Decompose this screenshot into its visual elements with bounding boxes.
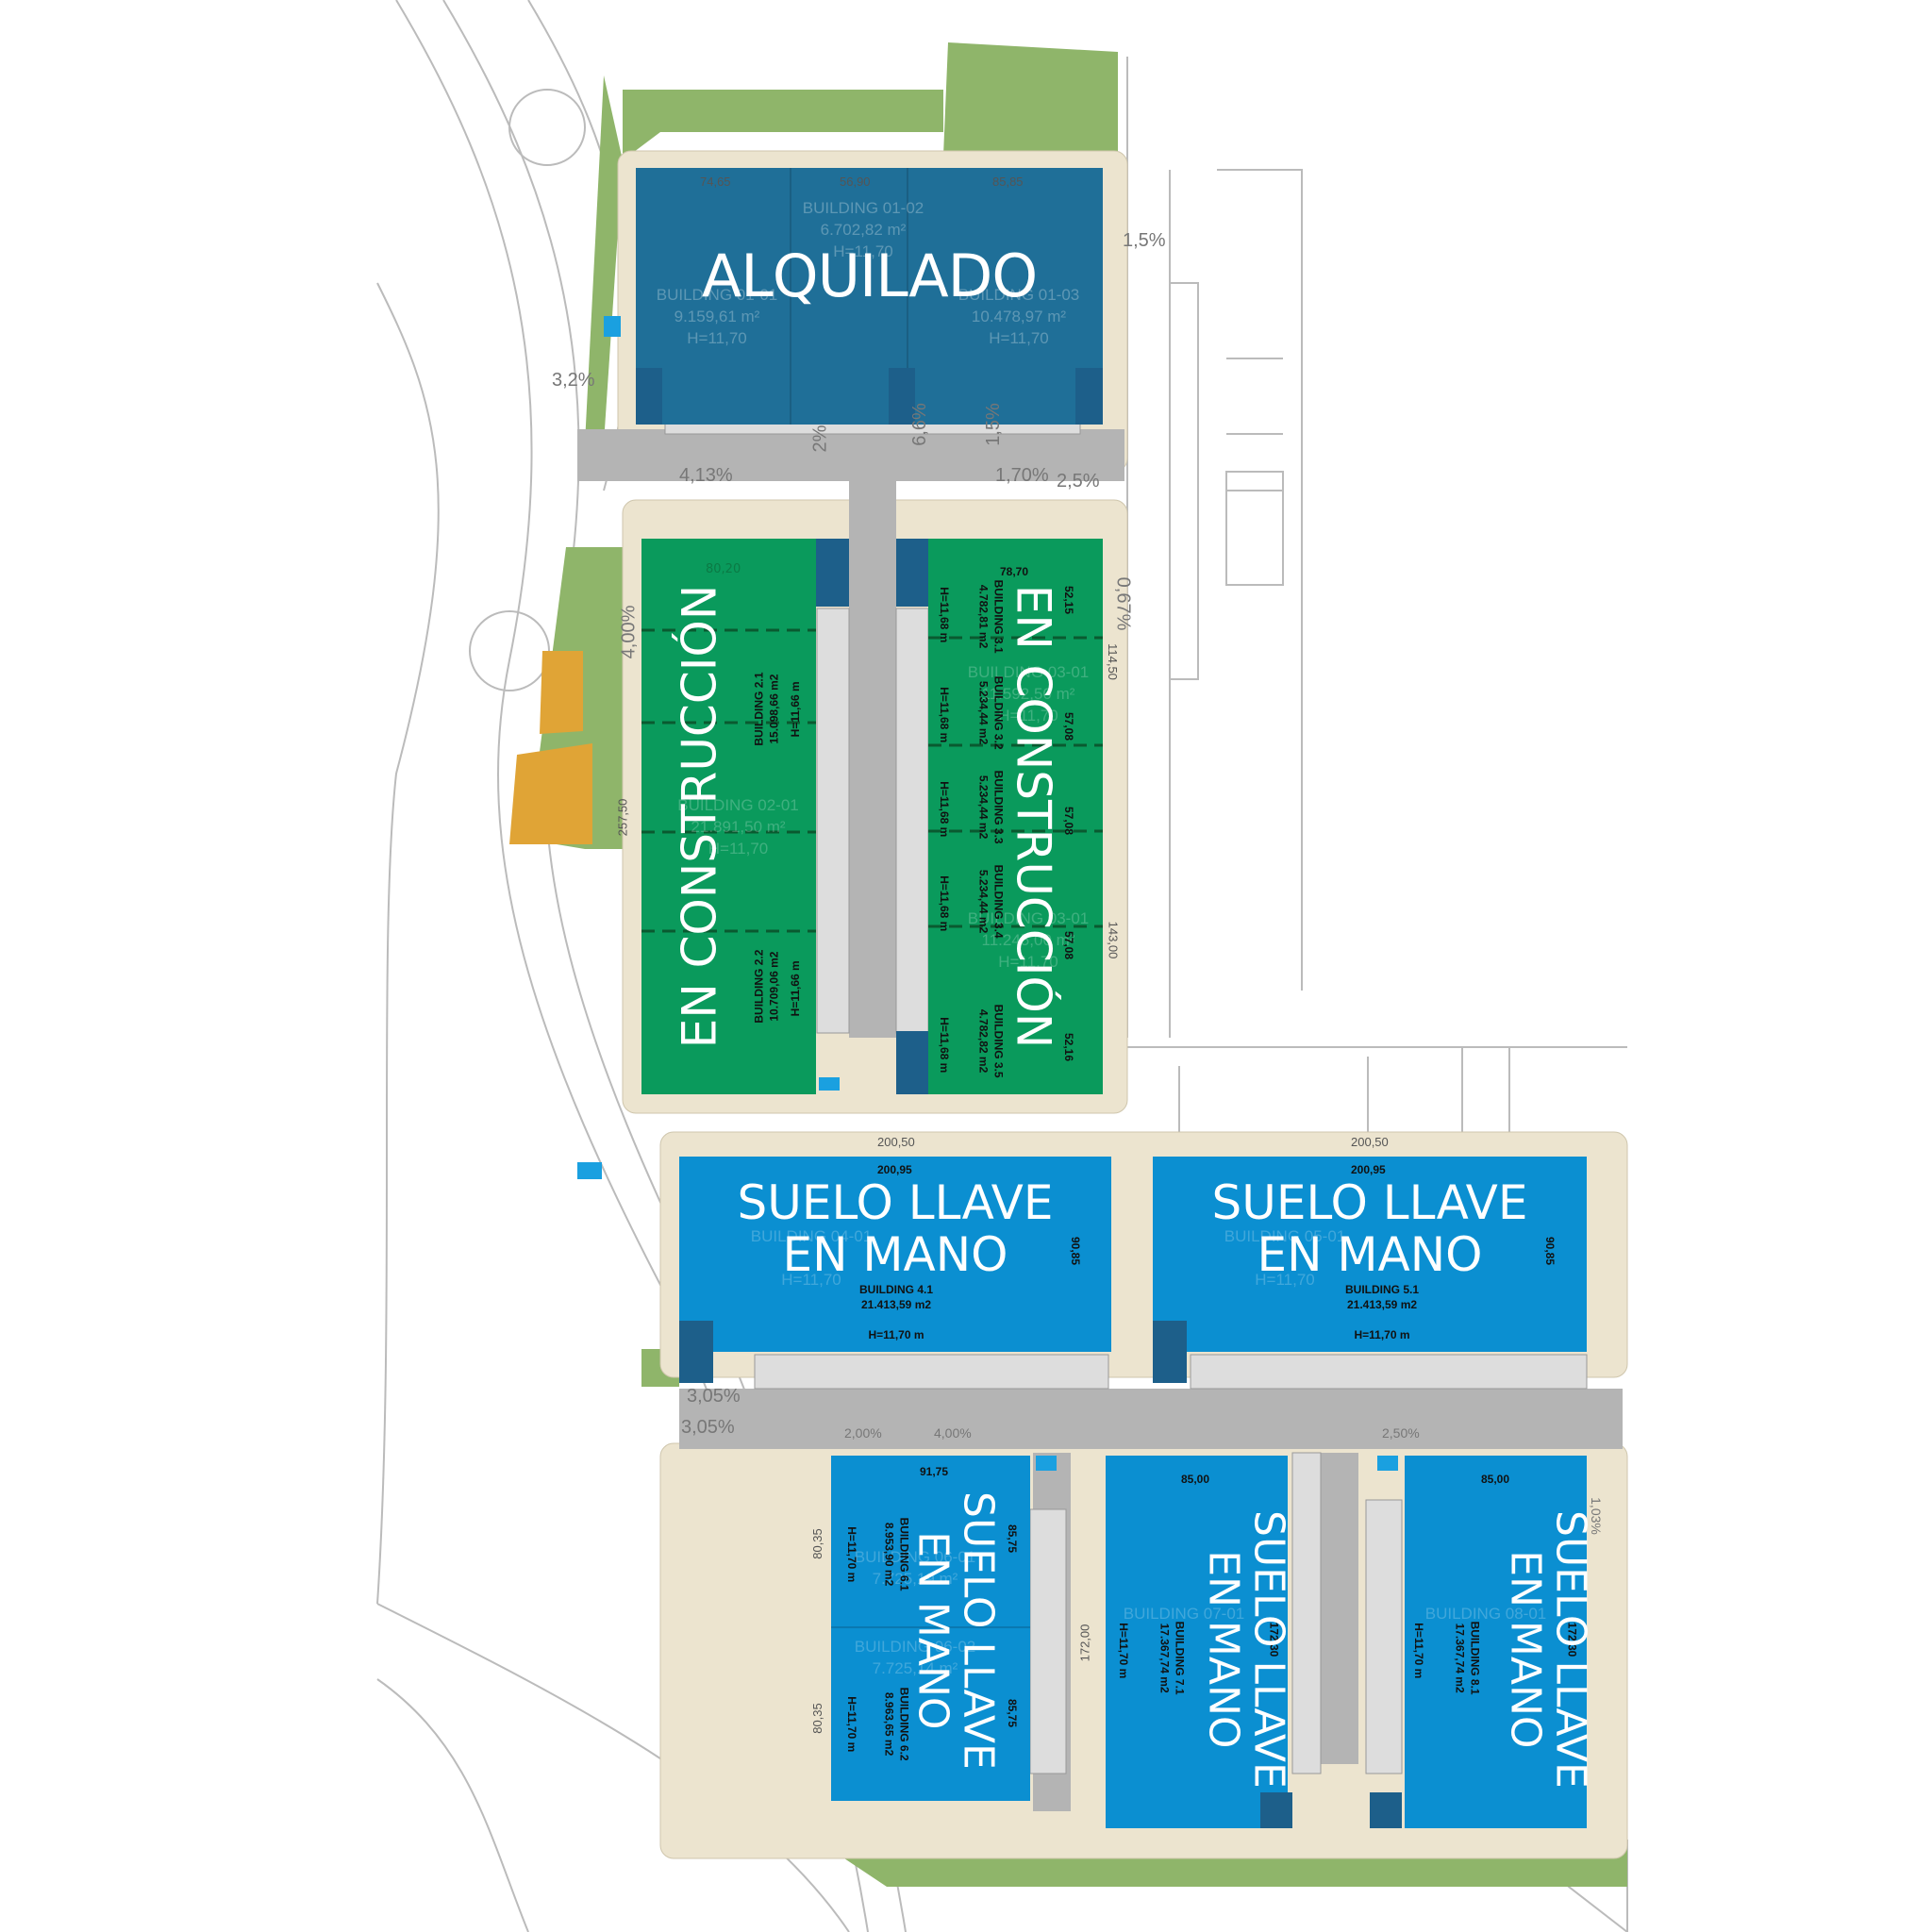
construction-unit-dividers [641,628,1103,933]
dim-west: 257,50 [615,798,630,837]
height-building-7-1: H=11,70 m [1116,1623,1130,1679]
ghost-building-08-01: BUILDING 08-01 [1424,1605,1547,1623]
slope-label: 4,00% [618,605,640,659]
status-rented: ALQUILADO [701,242,1038,310]
slope-label: 2,50% [1382,1425,1420,1441]
slope-label: 3,05% [687,1386,741,1407]
dim-building-3-2: 57,08 [1062,711,1076,741]
slope-label: 6,6% [908,403,930,446]
dim-08-top: 85,00 [1481,1473,1510,1486]
building-04-turnkey[interactable] [679,1157,1111,1352]
slope-label: 1,5% [982,403,1004,446]
height-building-3-3: H=11,68 m [937,781,951,838]
height-building-3-1: H=11,68 m [937,587,951,643]
slope-label: 4,13% [679,465,733,486]
ghost-building-07-01: BUILDING 07-01 [1123,1605,1245,1623]
building-05-turnkey[interactable] [1153,1157,1587,1352]
height-building-2-2: H=11,66 m [789,960,803,1017]
slope-label: 0,67% [1112,576,1134,631]
dim-building-3-3: 57,08 [1062,806,1076,836]
height-building-6-2: H=11,70 m [844,1696,858,1753]
dim-building-3-4: 57,08 [1062,930,1076,960]
dim-01-b: 56,90 [840,175,871,189]
dim-south-left-lower: 80,35 [809,1703,824,1734]
height-building-3-2: H=11,68 m [937,687,951,743]
slope-label: 3,05% [681,1417,735,1438]
status-construction-left: EN CONSTRUCCIÓN [672,584,727,1049]
height-building-5-1: H=11,70 m [1354,1328,1410,1341]
building-01-rented[interactable] [636,168,1103,425]
parking-areas [664,395,1588,1774]
slope-label: 2,00% [844,1425,882,1441]
dim-east-lower: 143,00 [1106,921,1121,959]
dim-south-mid: 172,00 [1077,1624,1092,1662]
building-03-under-construction[interactable] [928,539,1103,1094]
dim-east-upper: 114,50 [1105,643,1120,680]
dim-05-top: 200,95 [1351,1163,1386,1176]
dim-building-6-1: 85,75 [1006,1524,1020,1554]
slope-label: 1,70% [995,465,1049,486]
slope-label: 1,03% [1588,1497,1604,1535]
height-building-4-1: H=11,70 m [868,1328,924,1341]
orange-parcels [509,651,592,844]
dim-04-top: 200,95 [877,1163,912,1176]
dim-building-3-1: 52,15 [1062,585,1076,615]
height-building-2-1: H=11,66 m [789,681,803,738]
dim-01-a: 74,65 [700,175,731,189]
slope-label: 2,5% [1057,471,1100,491]
height-building-6-1: H=11,70 m [844,1526,858,1583]
dim-07-top: 85,00 [1181,1473,1210,1486]
dim-building-6-2: 85,75 [1006,1698,1020,1728]
height-building-8-1: H=11,70 m [1411,1623,1425,1679]
dim-01-c: 85,85 [992,175,1024,189]
height-building-3-4: H=11,68 m [937,875,951,932]
building-08-turnkey[interactable] [1405,1456,1587,1828]
building-07-turnkey[interactable] [1106,1456,1288,1828]
slope-label: 3,2% [552,370,595,391]
dim-road-right: 200,50 [1351,1135,1389,1149]
slope-label: 4,00% [934,1425,972,1441]
dim-02-top: 80,20 [706,562,741,576]
ghost-building-04-01: BUILDING 04-01 H=11,70 [750,1227,873,1289]
slope-label: 1,5% [1123,230,1166,251]
dim-03-top: 78,70 [1000,565,1029,578]
dim-road-left: 200,50 [877,1135,915,1149]
dim-building-3-5: 52,16 [1062,1032,1076,1062]
ghost-building-05-01: BUILDING 05-01 H=11,70 [1224,1227,1346,1289]
status-construction-right: EN CONSTRUCCIÓN [1006,584,1061,1049]
height-building-3-5: H=11,68 m [937,1017,951,1074]
dim-06-top: 91,75 [920,1465,949,1478]
dim-south-left-upper: 80,35 [809,1528,824,1559]
slope-label: 2% [809,425,831,453]
